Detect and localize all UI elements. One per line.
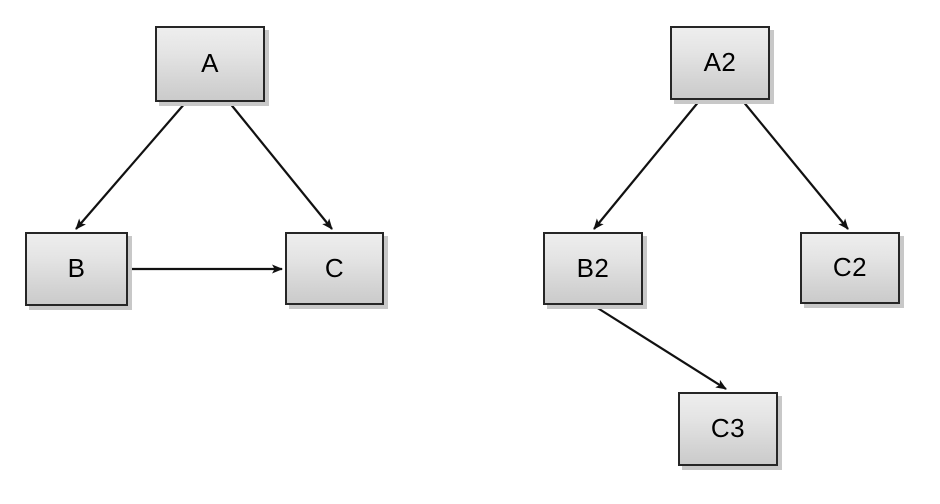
edge-a-to-b: [75, 101, 187, 230]
edge-a-to-c: [228, 101, 333, 230]
edge-a2-to-b2: [593, 99, 701, 230]
node-c[interactable]: C: [285, 232, 384, 305]
node-label-c: C: [324, 252, 345, 283]
edge-a2-to-c2: [741, 99, 849, 230]
node-a2[interactable]: A2: [670, 26, 770, 100]
node-label-c3: C3: [710, 413, 746, 443]
node-label-a2: A2: [703, 47, 737, 77]
node-label-b2: B2: [576, 252, 610, 283]
node-c2[interactable]: C2: [800, 232, 900, 304]
node-c3[interactable]: C3: [678, 392, 778, 466]
node-label-c2: C2: [832, 252, 868, 282]
node-a[interactable]: A: [155, 26, 265, 102]
node-b2[interactable]: B2: [543, 232, 643, 305]
node-label-b: B: [67, 253, 86, 283]
node-b[interactable]: B: [25, 232, 128, 306]
edge-b2-to-c3: [595, 306, 727, 390]
node-label-a: A: [201, 48, 219, 78]
